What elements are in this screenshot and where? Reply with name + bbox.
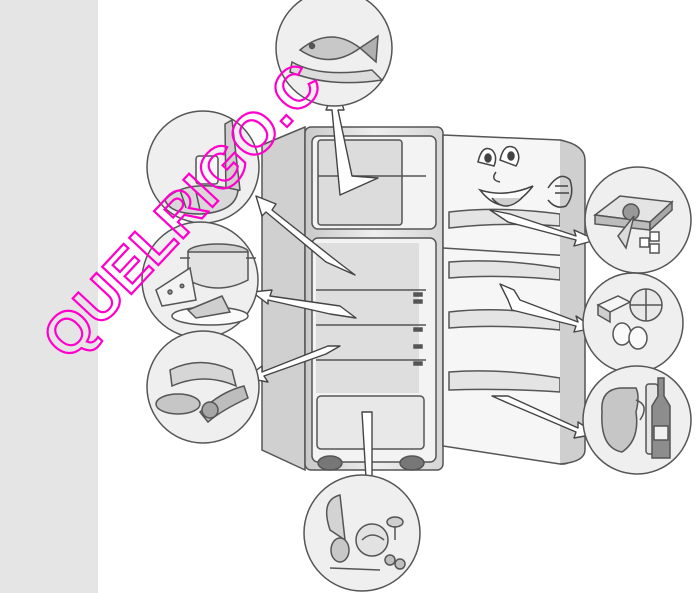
arrow-to-bread	[255, 195, 356, 276]
pot-cheese-cake-icon	[141, 221, 259, 339]
left-gray-panel	[0, 0, 98, 593]
ice-cream-icon	[584, 166, 692, 274]
cartoon-face	[477, 145, 573, 208]
refrigerator	[261, 125, 444, 472]
bread-bottle-icon	[146, 110, 260, 224]
vegetables-icon	[303, 474, 421, 592]
drinks-icon	[582, 365, 692, 475]
fish-icon	[275, 0, 393, 107]
arrows	[245, 85, 597, 499]
arrow-to-fish	[325, 85, 379, 196]
butter-eggs-icon	[582, 272, 684, 374]
sausage-meat-icon	[146, 330, 260, 444]
